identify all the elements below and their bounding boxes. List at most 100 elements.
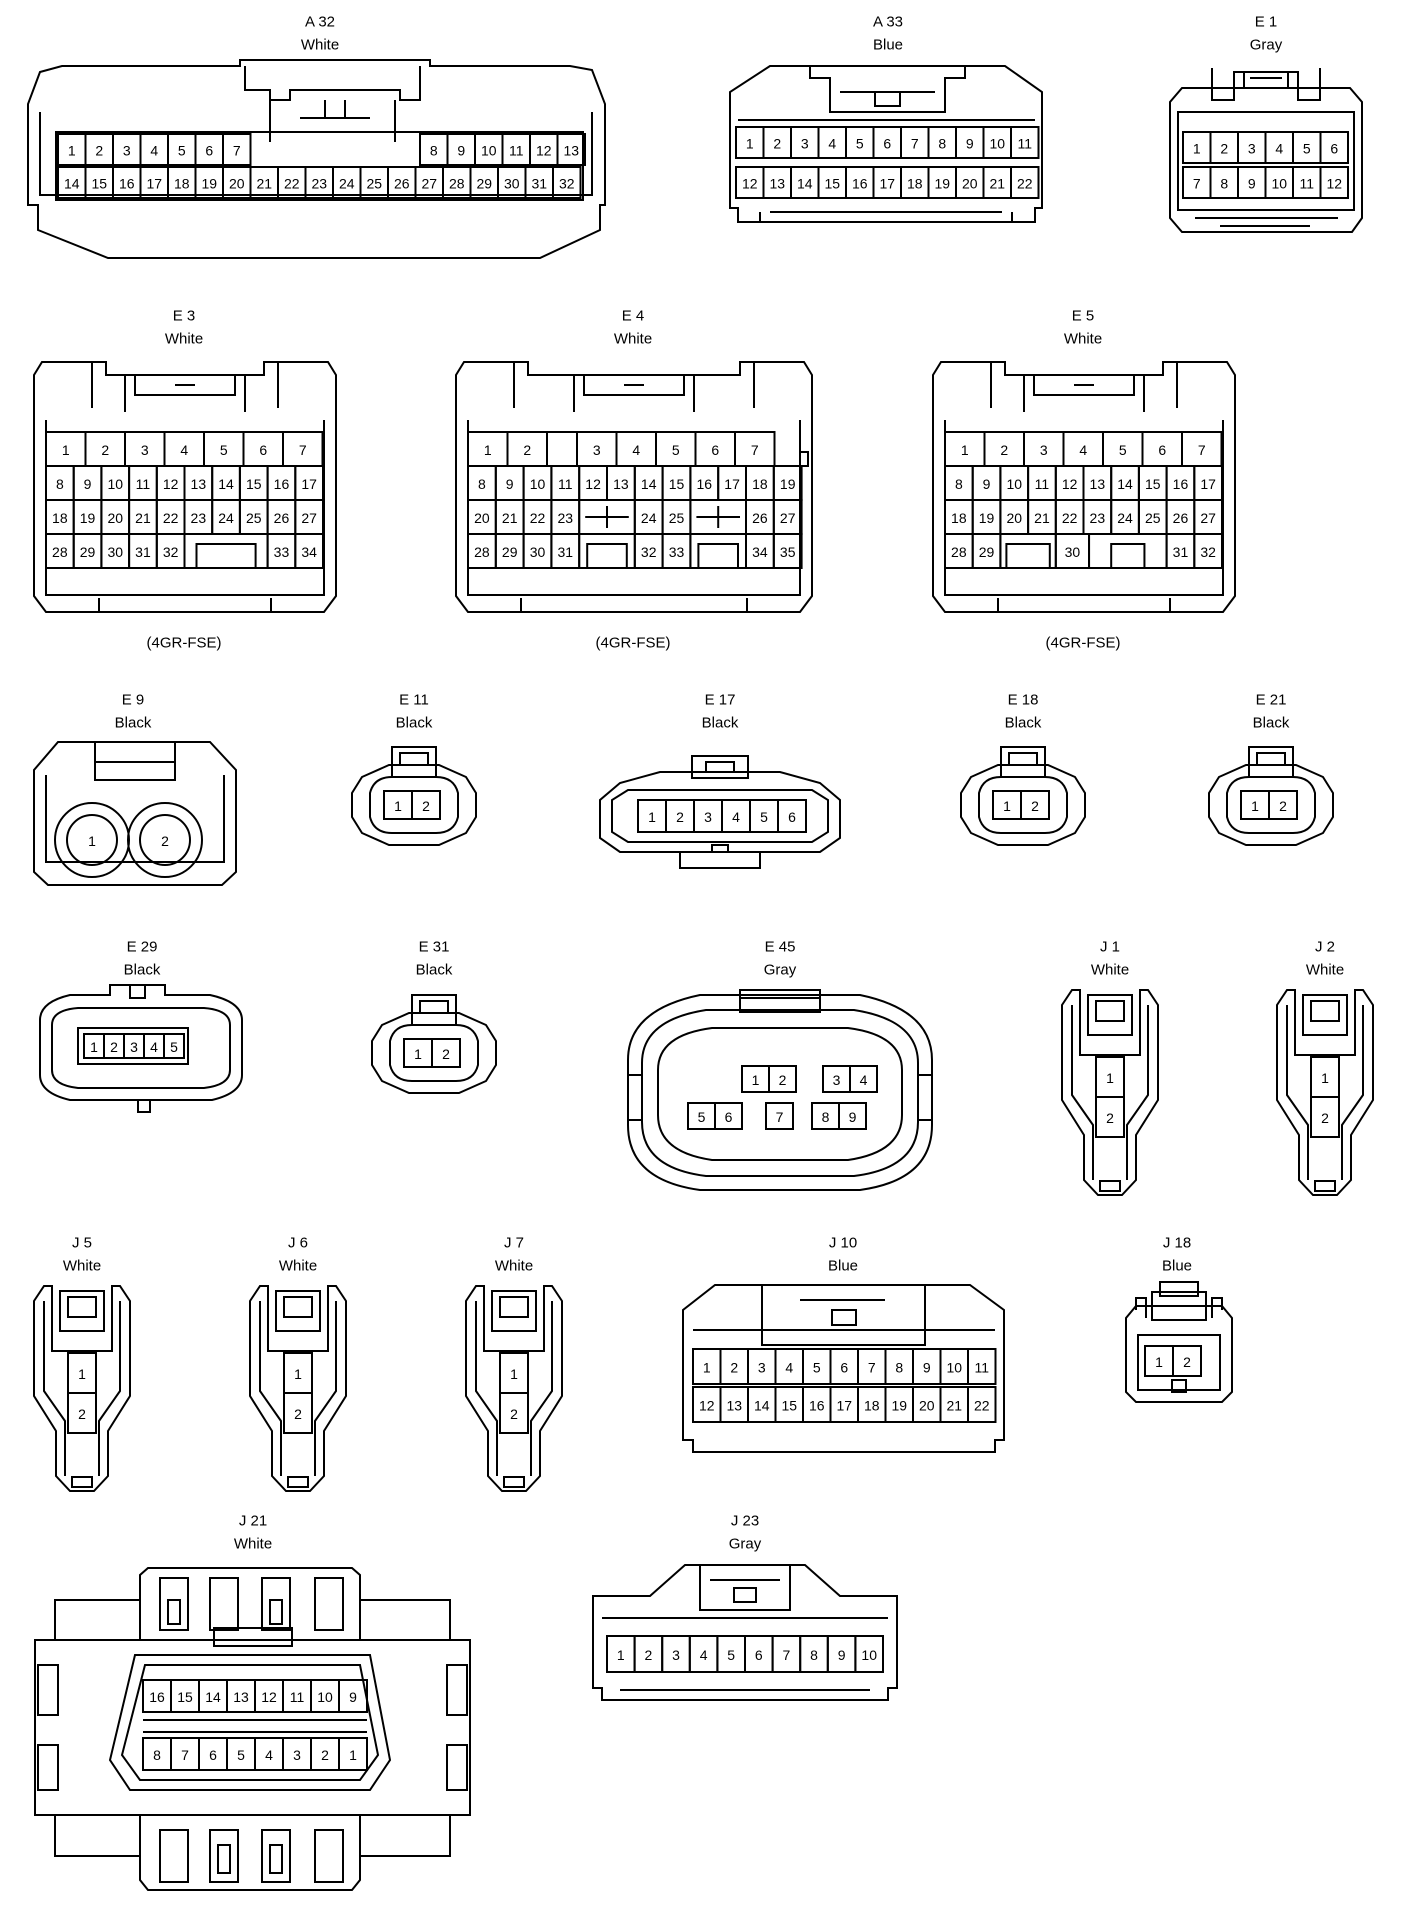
connector-id-label: E 3 xyxy=(173,308,196,325)
pin-number: 33 xyxy=(274,544,290,560)
pin-number: 16 xyxy=(274,476,290,492)
pin-number: 23 xyxy=(311,176,327,192)
pin-number: 3 xyxy=(704,809,712,825)
pin-number: 1 xyxy=(961,442,969,458)
pin-number: 18 xyxy=(907,176,923,192)
pin-number: 2 xyxy=(101,442,109,458)
pin-number: 5 xyxy=(727,1647,735,1663)
pin-number: 1 xyxy=(394,798,402,814)
pin-number: 10 xyxy=(317,1689,333,1705)
connector-color-label: Gray xyxy=(729,1536,762,1553)
pin-number: 11 xyxy=(509,143,524,159)
pin-cell xyxy=(1319,131,1349,164)
pin-number: 11 xyxy=(1017,136,1032,152)
pin-number: 12 xyxy=(261,1689,277,1705)
pin-number: 1 xyxy=(752,1072,760,1088)
pin-number: 1 xyxy=(294,1366,302,1382)
pin-number: 28 xyxy=(52,544,68,560)
pin-number: 1 xyxy=(1155,1354,1163,1370)
pin-number: 3 xyxy=(130,1039,138,1055)
pin-number: 8 xyxy=(1220,176,1228,192)
pin-number: 15 xyxy=(824,176,840,192)
pin-number: 15 xyxy=(781,1398,797,1414)
pin-cell xyxy=(714,1102,743,1130)
pin-number: 8 xyxy=(56,476,64,492)
pin-number: 8 xyxy=(810,1647,818,1663)
connector-id-label: J 23 xyxy=(731,1513,759,1530)
pin-number: 2 xyxy=(1106,1110,1114,1126)
pin-number: 17 xyxy=(1200,476,1216,492)
pin-number: 16 xyxy=(809,1398,825,1414)
pin-cell xyxy=(1319,166,1349,199)
pin-cell xyxy=(967,1386,997,1423)
pin-number: 13 xyxy=(233,1689,249,1705)
connector-color-label: White xyxy=(63,1258,101,1275)
pin-number: 4 xyxy=(1079,442,1087,458)
pin-number: 30 xyxy=(504,176,520,192)
pin-number: 6 xyxy=(209,1747,217,1763)
pin-number: 12 xyxy=(585,476,601,492)
pin-number: 27 xyxy=(301,510,317,526)
pin-cell xyxy=(1172,1345,1202,1377)
pin-number: 4 xyxy=(150,143,158,159)
pin-number: 1 xyxy=(90,1039,98,1055)
pin-number: 29 xyxy=(979,544,995,560)
pin-number: 10 xyxy=(107,476,123,492)
connector-color-label: Black xyxy=(396,715,433,732)
pin-number: 7 xyxy=(181,1747,189,1763)
pin-number: 3 xyxy=(141,442,149,458)
pin-number: 4 xyxy=(700,1647,708,1663)
pin-number: 3 xyxy=(293,1747,301,1763)
pin-number: 1 xyxy=(510,1366,518,1382)
pin-number: 9 xyxy=(838,1647,846,1663)
pin-number: 14 xyxy=(64,176,80,192)
pin-number: 8 xyxy=(478,476,486,492)
connector-color-label: Blue xyxy=(1162,1258,1192,1275)
pin-number: 29 xyxy=(476,176,492,192)
pin-number: 27 xyxy=(1200,510,1216,526)
pin-number: 16 xyxy=(697,476,713,492)
connector-color-label: White xyxy=(165,331,203,348)
pin-number: 5 xyxy=(1303,141,1311,157)
pin-number: 9 xyxy=(349,1689,357,1705)
pin-number: 8 xyxy=(938,136,946,152)
pin-number: 22 xyxy=(284,176,300,192)
pin-number: 12 xyxy=(1062,476,1078,492)
pin-number: 11 xyxy=(1299,176,1314,192)
connector-id-label: E 31 xyxy=(419,939,450,956)
pin-number: 20 xyxy=(474,510,490,526)
pin-number: 2 xyxy=(523,442,531,458)
pin-number: 2 xyxy=(321,1747,329,1763)
pin-number: 20 xyxy=(919,1398,935,1414)
pin-number: 10 xyxy=(946,1360,962,1376)
pin-number: 21 xyxy=(256,176,272,192)
pin-number: 5 xyxy=(1119,442,1127,458)
pin-number: 18 xyxy=(752,476,768,492)
pin-number: 4 xyxy=(828,136,836,152)
pin-number: 1 xyxy=(1251,798,1259,814)
pin-number: 5 xyxy=(760,809,768,825)
pin-number: 24 xyxy=(218,510,234,526)
pin-number: 7 xyxy=(868,1360,876,1376)
pin-number: 11 xyxy=(136,476,151,492)
pin-number: 5 xyxy=(170,1039,178,1055)
pin-cell xyxy=(499,1392,529,1434)
pin-cell xyxy=(854,1635,885,1673)
pin-number: 6 xyxy=(840,1360,848,1376)
pin-number: 18 xyxy=(174,176,190,192)
pin-number: 26 xyxy=(274,510,290,526)
connector-id-label: E 21 xyxy=(1256,692,1287,709)
pin-number: 1 xyxy=(414,1046,422,1062)
pin-number: 7 xyxy=(751,442,759,458)
pin-number: 15 xyxy=(177,1689,193,1705)
pin-number: 16 xyxy=(149,1689,165,1705)
pin-number: 5 xyxy=(813,1360,821,1376)
pin-number: 4 xyxy=(860,1072,868,1088)
pin-number: 9 xyxy=(849,1109,857,1125)
pin-cell xyxy=(338,1679,368,1713)
pin-number: 20 xyxy=(962,176,978,192)
